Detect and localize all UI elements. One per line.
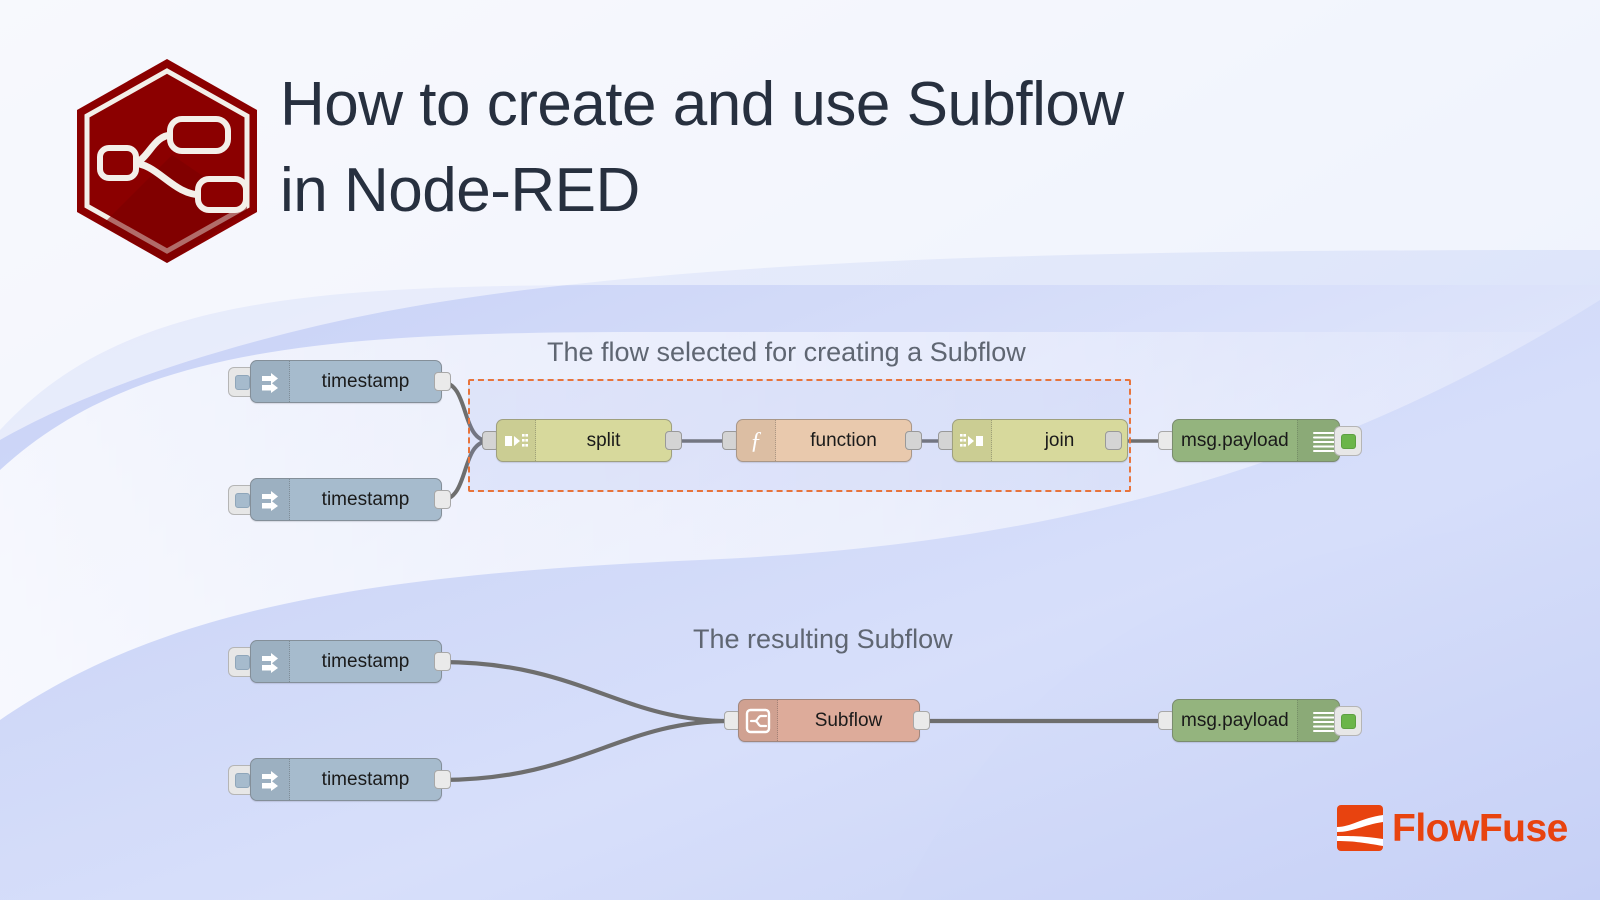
output-port-split[interactable] <box>665 431 682 450</box>
node-label: function <box>810 429 877 451</box>
inject-paddle-icon <box>234 374 250 390</box>
output-port-inject-1[interactable] <box>434 372 451 391</box>
node-join[interactable]: join <box>952 419 1128 462</box>
debug-toggle-button-2[interactable] <box>1334 706 1362 736</box>
subflow-icon <box>739 700 778 741</box>
node-label: msg.payload <box>1181 709 1289 731</box>
output-port-subflow[interactable] <box>913 711 930 730</box>
arrow-right-icon <box>251 641 290 682</box>
arrow-right-icon <box>251 361 290 402</box>
node-subflow[interactable]: Subflow <box>738 699 920 742</box>
node-debug-1[interactable]: msg.payload <box>1172 419 1340 462</box>
arrow-right-icon <box>251 759 290 800</box>
node-label: timestamp <box>321 650 410 672</box>
function-f-icon: ƒ <box>737 420 776 461</box>
svg-text:ƒ: ƒ <box>750 428 762 454</box>
wire-inject3-subflow <box>438 659 733 724</box>
debug-toggle-button-1[interactable] <box>1334 426 1362 456</box>
node-label: timestamp <box>321 768 410 790</box>
node-function[interactable]: ƒ function <box>736 419 912 462</box>
flowfuse-mark-icon <box>1337 805 1383 851</box>
caption-top-flow: The flow selected for creating a Subflow <box>547 337 1026 367</box>
wire-inject4-subflow <box>438 718 733 783</box>
caption-bottom-flow: The resulting Subflow <box>693 624 953 654</box>
header: How to create and use Subflow in Node-RE… <box>0 0 1600 280</box>
node-label: timestamp <box>321 370 410 392</box>
node-label: timestamp <box>321 488 410 510</box>
debug-enabled-indicator-icon <box>1340 713 1356 729</box>
node-inject-3[interactable]: timestamp <box>250 640 442 683</box>
debug-lines-icon <box>1296 420 1339 461</box>
node-label: msg.payload <box>1181 429 1289 451</box>
debug-lines-icon <box>1296 700 1339 741</box>
join-icon <box>953 420 992 461</box>
output-port-function[interactable] <box>905 431 922 450</box>
flowfuse-wordmark: FlowFuse <box>1392 806 1568 850</box>
inject-paddle-icon <box>234 492 250 508</box>
arrow-right-icon <box>251 479 290 520</box>
split-icon <box>497 420 536 461</box>
node-label: join <box>1044 429 1075 451</box>
inject-paddle-icon <box>234 772 250 788</box>
node-label: Subflow <box>814 709 883 731</box>
node-split[interactable]: split <box>496 419 672 462</box>
output-port-inject-3[interactable] <box>434 652 451 671</box>
node-inject-4[interactable]: timestamp <box>250 758 442 801</box>
node-red-logo-icon <box>77 59 257 263</box>
node-inject-1[interactable]: timestamp <box>250 360 442 403</box>
debug-enabled-indicator-icon <box>1340 433 1356 449</box>
output-port-inject-4[interactable] <box>434 770 451 789</box>
output-port-inject-2[interactable] <box>434 490 451 509</box>
inject-paddle-icon <box>234 654 250 670</box>
node-debug-2[interactable]: msg.payload <box>1172 699 1340 742</box>
node-label: split <box>586 429 621 451</box>
output-port-join[interactable] <box>1105 431 1122 450</box>
flowfuse-logo: FlowFuse <box>1337 805 1568 851</box>
node-inject-2[interactable]: timestamp <box>250 478 442 521</box>
page-title: How to create and use Subflow in Node-RE… <box>280 70 1124 225</box>
